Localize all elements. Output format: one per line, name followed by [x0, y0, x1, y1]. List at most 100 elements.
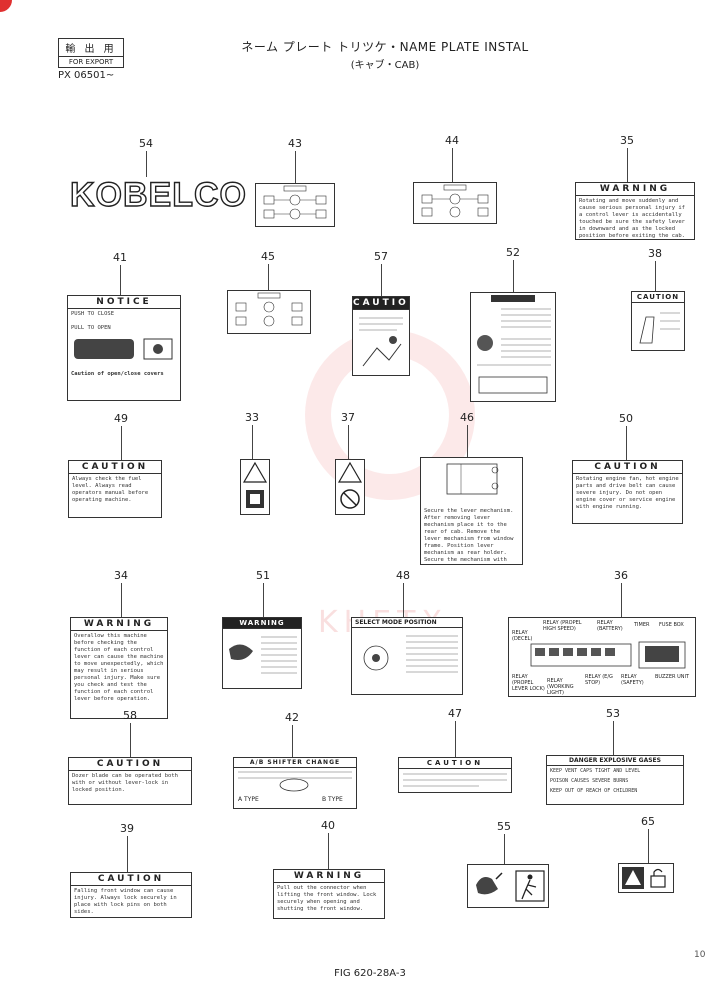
plate-41-label-open: PULL TO OPEN [71, 325, 111, 331]
plate-34-text: Overallow this machine before checking t… [74, 633, 167, 702]
leader-53 [613, 721, 614, 755]
leader-49 [121, 426, 122, 460]
callout-42: 42 [285, 711, 299, 724]
plate-36: RELAY (DECEL) RELAY (PROPEL HIGH SPEED) … [508, 617, 696, 697]
leader-40 [328, 833, 329, 869]
plate-39-text: Falling front window can cause injury. A… [74, 888, 180, 915]
plate-53-line2: POISON CAUSES SEVERE BURNS [550, 778, 629, 784]
text-lines [403, 773, 507, 787]
stamp-jp: 輸 出 用 [59, 39, 123, 57]
plate-39: CAUTION Falling front window can cause i… [70, 872, 192, 918]
plate-38: CAUTION [631, 291, 685, 351]
leader-47 [455, 721, 456, 757]
leader-55 [504, 834, 505, 864]
callout-48: 48 [396, 569, 410, 582]
plate-65 [618, 863, 674, 893]
operator-seat-illustration [359, 317, 403, 367]
warning-plate-illustration [477, 295, 551, 394]
leader-48 [403, 583, 404, 617]
page-title: ネーム プレート トリツケ・NAME PLATE INSTAL [241, 40, 529, 54]
leader-41 [120, 265, 121, 295]
leader-54 [146, 151, 147, 177]
hand-hazard-illustration [229, 636, 297, 674]
plate-58-text: Dozer blade can be operated both with or… [72, 773, 182, 793]
leader-33 [252, 425, 253, 459]
callout-46: 46 [460, 411, 474, 424]
plate-41: NOTICE PUSH TO CLOSE PULL TO OPEN Cautio… [67, 295, 181, 401]
plate-34-header: WARNING [71, 618, 167, 631]
shifter-diagram [238, 771, 352, 792]
plate-34: WARNING Overallow this machine before ch… [70, 617, 168, 719]
stamp-en: FOR EXPORT [68, 58, 114, 66]
leader-57 [381, 264, 382, 296]
callout-37: 37 [341, 411, 355, 424]
plate-41-caption: Caution of open/close covers [71, 371, 164, 377]
relay-safety-label: RELAY (SAFETY) [621, 674, 644, 686]
plate-50: CAUTION Rotating engine fan, hot engine … [572, 460, 683, 524]
plate-43 [255, 183, 335, 227]
kobelco-logo: KOBELCO [69, 175, 247, 214]
leader-46 [467, 425, 468, 457]
callout-40: 40 [321, 819, 335, 832]
plate-33 [240, 459, 270, 515]
callout-38: 38 [648, 247, 662, 260]
leader-39 [127, 836, 128, 872]
plate-52 [470, 292, 556, 402]
plate-45 [227, 290, 311, 334]
plate-53-header: DANGER EXPLOSIVE GASES [547, 756, 683, 766]
plate-53-line3: KEEP OUT OF REACH OF CHILDREN [550, 788, 638, 794]
cover-illustration [74, 338, 173, 360]
plate-55 [467, 864, 549, 908]
plate-51: WARNING [222, 617, 302, 689]
plate-41-label-close: PUSH TO CLOSE [71, 311, 115, 317]
callout-55: 55 [497, 820, 511, 833]
plate-35-header: WARNING [576, 183, 694, 196]
plate-51-header: WARNING [223, 618, 301, 629]
serial-range: PX 06501~ [58, 70, 115, 81]
callout-34: 34 [114, 569, 128, 582]
leader-44 [452, 148, 453, 182]
fuse-box-label: FUSE BOX [659, 622, 684, 628]
callout-36: 36 [614, 569, 628, 582]
callout-44: 44 [445, 134, 459, 147]
callout-57: 57 [374, 250, 388, 263]
lever-pattern-diagram [421, 184, 489, 218]
lever-mechanism-diagram [446, 463, 499, 495]
plate-50-header: CAUTION [573, 461, 682, 474]
plate-39-header: CAUTION [71, 873, 191, 886]
plate-53-line1: KEEP VENT CAPS TIGHT AND LEVEL [550, 768, 641, 774]
callout-45: 45 [261, 250, 275, 263]
plate-49-header: CAUTION [69, 461, 161, 474]
leader-58 [130, 723, 131, 757]
relay-decel-label: RELAY (DECEL) [512, 630, 533, 642]
mode-selector-diagram [363, 635, 458, 673]
leader-42 [292, 725, 293, 757]
plate-49: CAUTION Always check the fuel level. Alw… [68, 460, 162, 518]
corner-mark [0, 0, 12, 12]
relay-working-light-label: RELAY (WORKING LIGHT) [547, 678, 574, 696]
plate-57: CAUTION [352, 296, 410, 376]
plate-49-text: Always check the fuel level. Always read… [72, 476, 152, 503]
callout-65: 65 [641, 815, 655, 828]
relay-eg-stop-label: RELAY (E/G STOP) [585, 674, 613, 686]
callout-33: 33 [245, 411, 259, 424]
plate-48-header: SELECT MODE POSITION [352, 618, 462, 628]
plate-53: DANGER EXPLOSIVE GASES KEEP VENT CAPS TI… [546, 755, 684, 805]
plate-42-type-b: B TYPE [322, 796, 343, 803]
plate-40-text: Pull out the connector when lifting the … [277, 885, 380, 912]
callout-39: 39 [120, 822, 134, 835]
plate-57-header: CAUTION [353, 297, 409, 310]
relay-propel-high-label: RELAY (PROPEL HIGH SPEED) [543, 620, 582, 632]
callout-53: 53 [606, 707, 620, 720]
leader-35 [627, 148, 628, 182]
figure-reference: FIG 620-28A-3 [334, 968, 406, 979]
no-entry-icon [337, 461, 363, 509]
plate-35-text: Rotating and move suddenly and cause ser… [579, 198, 689, 239]
relay-propel-lever-lock-label: RELAY (PROPEL LEVER LOCK) [512, 674, 545, 692]
plate-35: WARNING Rotating and move suddenly and c… [575, 182, 695, 240]
callout-49: 49 [114, 412, 128, 425]
plate-44 [413, 182, 497, 224]
lock-warning-icon [622, 867, 666, 889]
plate-42-type-a: A TYPE [238, 796, 259, 803]
callout-41: 41 [113, 251, 127, 264]
